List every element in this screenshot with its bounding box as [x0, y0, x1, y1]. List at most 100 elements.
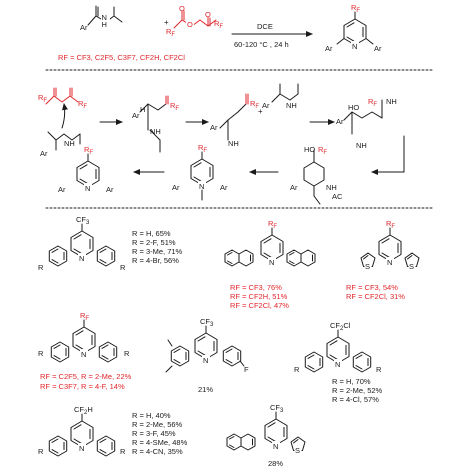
p4-n: N — [81, 350, 86, 359]
svg-text:R = 4-SMe, 48%: R = 4-SMe, 48% — [132, 438, 188, 447]
p5-yield: 21% — [198, 385, 213, 394]
mech-dihydropyridine: N RF Ar Ar — [172, 143, 228, 201]
mech-nh-6: NH — [356, 141, 367, 150]
svg-text:R = 2-Me, 52%: R = 2-Me, 52% — [332, 386, 383, 395]
p8-cf3: CF3 — [270, 403, 284, 414]
scope-product-6: N CF2Cl R R — [294, 321, 382, 374]
mech-nh: NH — [64, 139, 75, 148]
p1-cf3: CF3 — [76, 215, 90, 226]
mech-enamide: Ar NH — [40, 131, 81, 158]
nh-label-n: N — [102, 13, 107, 22]
condition-solvent: DCE — [257, 22, 273, 31]
svg-text:R = H, 40%: R = H, 40% — [132, 411, 171, 420]
mech-nh-2: NH — [150, 127, 161, 136]
product-ar-1: Ar — [325, 44, 333, 53]
p8-s: S — [295, 446, 300, 455]
p2-yields: RF = CF3, 76% RF = CF2H, 51% RF = CF2Cl,… — [230, 283, 289, 310]
svg-text:R = 4-CN, 35%: R = 4-CN, 35% — [132, 447, 183, 456]
p4-r-right: R — [124, 349, 130, 358]
mech-ar-6: Ar — [290, 183, 298, 192]
p3-yields: RF = CF3, 54% RF = CF2Cl, 31% — [346, 283, 405, 301]
svg-text:R = 2-Me, 56%: R = 2-Me, 56% — [132, 420, 183, 429]
svg-text:RF = C2F5, R = 2-Me, 22%: RF = C2F5, R = 2-Me, 22% — [40, 372, 132, 381]
mech-ar-3: Ar — [210, 123, 218, 132]
p1-yields: R = H, 65% R = 2-F, 51% R = 3-Me, 71% R … — [132, 229, 183, 265]
mech-ar-8: Ar — [220, 183, 228, 192]
mech-ar-9: Ar — [58, 185, 66, 194]
mech-adduct: HO RF NH Ar NH — [336, 97, 397, 150]
svg-text:RF = CF2H, 51%: RF = CF2H, 51% — [230, 292, 288, 301]
p6-r-right: R — [376, 365, 382, 374]
p4-yields: RF = C2F5, R = 2-Me, 22% RF = C3F7, R = … — [40, 372, 132, 391]
p5-f: F — [244, 365, 249, 374]
mech-plus: + — [258, 107, 263, 116]
p7-n: N — [79, 444, 84, 453]
p1-r-right: R — [120, 263, 126, 272]
mech-ar-10: Ar — [106, 185, 114, 194]
scope-product-5: N CF3 F — [165, 317, 249, 374]
svg-text:RF = C3F7, R = 4-F, 14%: RF = C3F7, R = 4-F, 14% — [40, 382, 125, 391]
p6-yields: R = H, 70% R = 2-Me, 52% R = 4-Cl, 57% — [332, 377, 383, 404]
mech-rf-6: RF — [318, 145, 327, 156]
p3-s-right: S — [409, 262, 414, 271]
mech-enone: Ar NH RF — [210, 93, 259, 148]
svg-text:RF = CF3, 54%: RF = CF3, 54% — [346, 283, 398, 292]
svg-text:R = 4-Br, 56%: R = 4-Br, 56% — [132, 256, 179, 265]
mech-rf-3: RF — [170, 101, 179, 112]
carbonyl-o-2: O — [205, 10, 211, 19]
mech-rf-8: RF — [84, 145, 93, 156]
mech-ar-7: Ar — [172, 183, 180, 192]
product-rf: RF — [351, 3, 360, 14]
p6-r-left: R — [294, 365, 300, 374]
svg-text:RF = CF3, 76%: RF = CF3, 76% — [230, 283, 282, 292]
svg-text:R = 3-Me, 71%: R = 3-Me, 71% — [132, 247, 183, 256]
plus-sign: + — [164, 18, 169, 27]
svg-text:R = H, 65%: R = H, 65% — [132, 229, 171, 238]
svg-text:RF = CF2Cl, 31%: RF = CF2Cl, 31% — [346, 292, 405, 301]
mech-rf-4: RF — [250, 99, 259, 110]
product-pyridine: N RF Ar Ar — [325, 3, 382, 53]
p2-n: N — [269, 258, 274, 267]
mech-rf-1: RF — [38, 93, 47, 104]
scope-product-3: N RF S S — [360, 219, 420, 271]
p2-rf: RF — [268, 219, 277, 230]
mech-ar-5: Ar — [336, 117, 344, 126]
svg-text:R = 4-Cl, 57%: R = 4-Cl, 57% — [332, 395, 379, 404]
p7-yields: R = H, 40% R = 2-Me, 56% R = 3-F, 45% R … — [132, 411, 188, 456]
p3-s-left: S — [365, 262, 370, 271]
mech-ho: HO — [348, 103, 359, 112]
anhydride-o: O — [187, 20, 193, 29]
scope-product-1: N CF3 R R — [38, 215, 126, 272]
mech-final-n: N — [85, 184, 90, 193]
mech-enamide-2: Ar NH — [262, 83, 299, 110]
mech-nh-4: NH — [286, 101, 297, 110]
scope-product-8: N CF3 S — [226, 403, 306, 455]
mech-rf-2: RF — [78, 99, 87, 110]
mech-arrow-4 — [371, 135, 405, 175]
mech-iminium: H NH RF Ar — [132, 95, 179, 153]
mech-nh-3: NH — [228, 139, 239, 148]
svg-text:R = 2-F, 51%: R = 2-F, 51% — [132, 238, 176, 247]
mech-anhydride: RF RF — [38, 87, 87, 129]
carbonyl-o-1: O — [179, 4, 185, 13]
p7-r-right: R — [120, 447, 126, 456]
p7-r-left: R — [38, 447, 44, 456]
scope-product-7: N CF2H R R — [38, 405, 126, 457]
ar-label: Ar — [80, 23, 88, 32]
p3-rf: RF — [386, 219, 395, 230]
rf-label-2: RF — [214, 19, 223, 30]
svg-text:R = H, 70%: R = H, 70% — [332, 377, 371, 386]
rf-scope-list: RF = CF3, C2F5, C3F7, CF2H, CF2Cl — [58, 53, 185, 62]
mech-rf-5: RF — [368, 97, 377, 108]
p6-cf2cl: CF2Cl — [330, 321, 351, 332]
anhydride-reactant: O O O RF RF — [166, 4, 223, 38]
mech-ho-2: HO — [304, 145, 315, 154]
mech-final-pyridine: N RF Ar Ar — [58, 145, 114, 194]
p6-n: N — [335, 360, 340, 369]
rf-label-1: RF — [166, 27, 175, 38]
mech-ac: AC — [332, 192, 343, 201]
svg-text:R = 3-F, 45%: R = 3-F, 45% — [132, 429, 176, 438]
p5-cf3: CF3 — [200, 317, 214, 328]
mech-ar-2: Ar — [132, 111, 140, 120]
